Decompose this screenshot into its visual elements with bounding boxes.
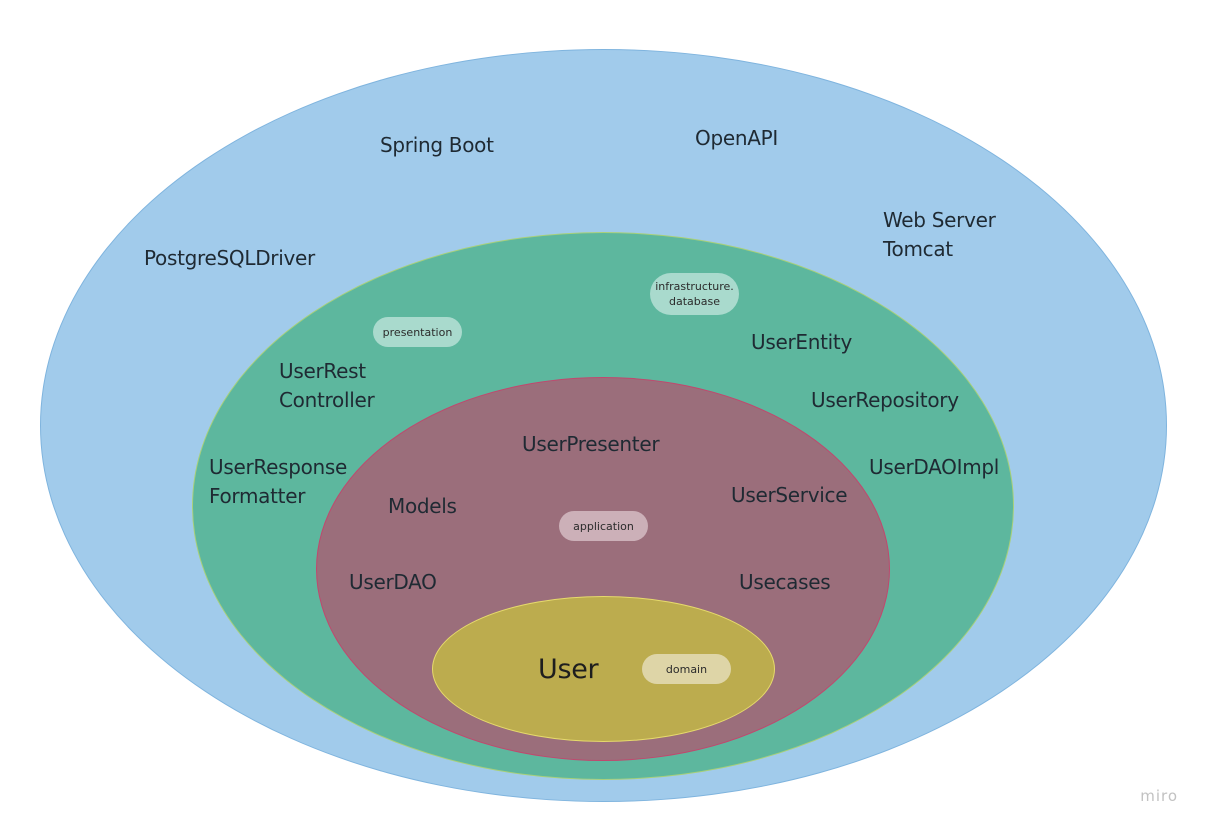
user-rest-controller-label: UserRest Controller — [279, 359, 375, 412]
spring-boot-label: Spring Boot — [380, 133, 494, 157]
web-server-tomcat-label: Web Server Tomcat — [883, 208, 996, 261]
infrastructure-database-tag: infrastructure. database — [650, 273, 739, 315]
domain-tag: domain — [642, 654, 731, 684]
user-dao-impl-label: UserDAOImpl — [869, 455, 1000, 479]
postgresql-driver-label: PostgreSQLDriver — [144, 246, 315, 270]
application-tag: application — [559, 511, 648, 541]
miro-watermark: miro — [1140, 787, 1178, 805]
user-service-label: UserService — [731, 483, 848, 507]
user-repository-label: UserRepository — [811, 388, 959, 412]
user-entity-label: UserEntity — [751, 330, 852, 354]
models-label: Models — [388, 494, 457, 518]
usecases-label: Usecases — [739, 570, 831, 594]
application-layer — [316, 377, 890, 761]
presentation-tag: presentation — [373, 317, 462, 347]
openapi-label: OpenAPI — [695, 126, 778, 150]
user-dao-label: UserDAO — [349, 570, 437, 594]
user-domain-label: User — [538, 654, 599, 685]
user-presenter-label: UserPresenter — [522, 432, 660, 456]
user-response-formatter-label: UserResponse Formatter — [209, 455, 348, 508]
